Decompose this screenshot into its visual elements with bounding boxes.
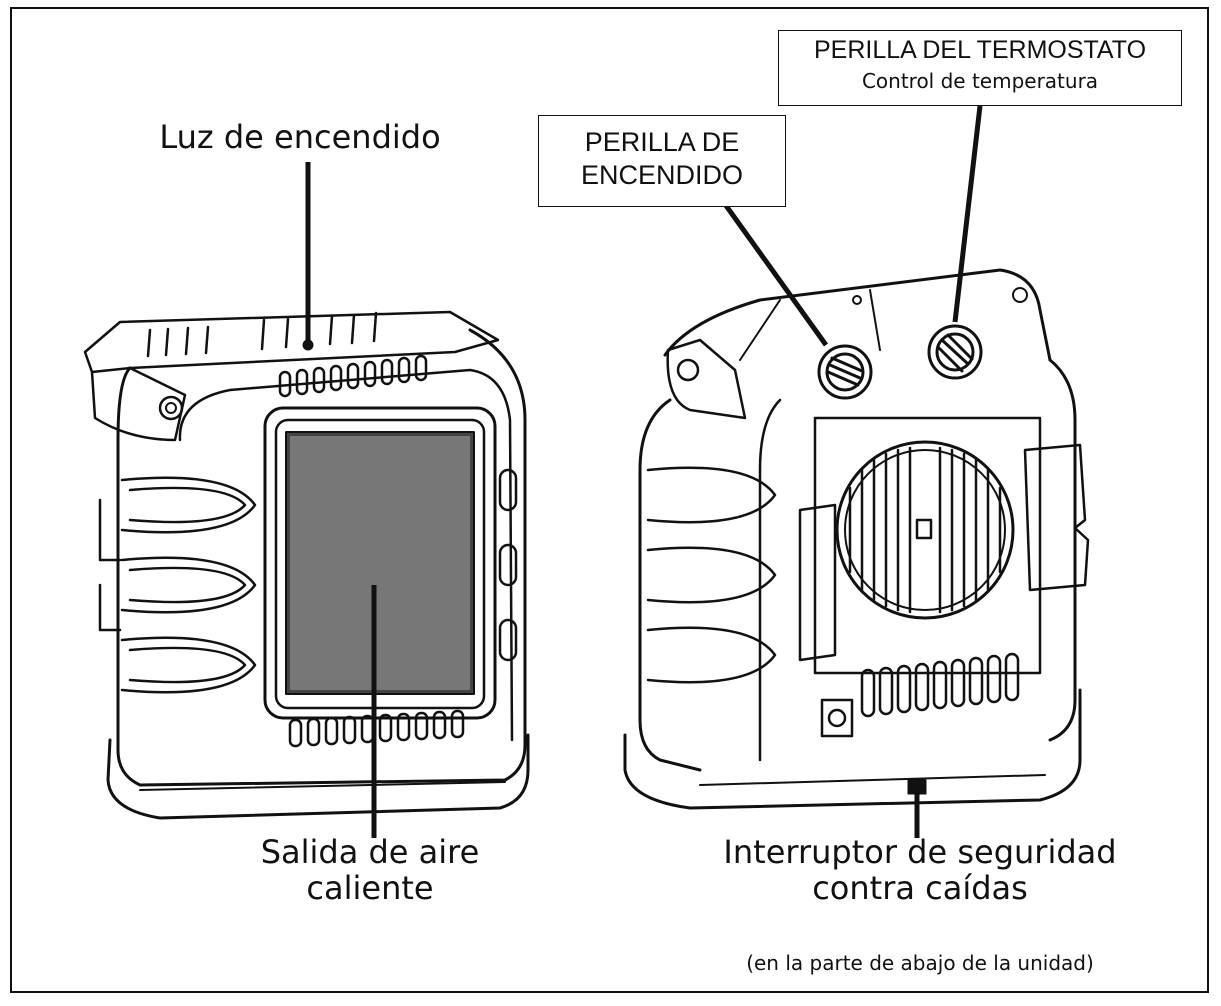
- power-light-label: Luz de encendido: [150, 118, 450, 156]
- tip-over-switch-line2: contra caídas: [812, 868, 1028, 907]
- leader-termostato: [952, 105, 983, 323]
- tip-over-switch: [907, 779, 927, 795]
- temperature-control-text: Control de temperatura: [861, 69, 1099, 93]
- tip-over-switch-label: Interruptor de seguridad contra caídas: [690, 833, 1150, 907]
- front-heater: [83, 310, 530, 820]
- hot-air-outlet-line1: Salida de aire: [260, 833, 480, 871]
- tip-over-switch-note-text: (en la parte de abajo de la unidad): [746, 951, 1094, 975]
- thermostat-knob: [927, 324, 983, 380]
- fan-grill: [835, 440, 1015, 620]
- front-carry-handle: [83, 310, 500, 374]
- hot-air-outlet-label: Salida de aire caliente: [220, 833, 520, 907]
- power-knob-line1: PERILLA DE: [584, 127, 740, 157]
- leader-encendido: [719, 198, 829, 347]
- power-knob-callout: PERILLA DE ENCENDIDO: [538, 115, 786, 207]
- thermostat-knob-title: PERILLA DEL TERMOSTATO: [813, 36, 1147, 64]
- tip-over-switch-line1: Interruptor de seguridad: [723, 833, 1117, 871]
- power-light-text: Luz de encendido: [159, 118, 441, 156]
- back-heater: [623, 268, 1090, 810]
- power-knob: [817, 344, 873, 400]
- power-knob-line2: ENCENDIDO: [580, 159, 743, 190]
- back-body: [638, 398, 702, 772]
- front-body: [116, 328, 527, 787]
- hot-air-outlet-line2: caliente: [306, 868, 434, 907]
- tip-over-switch-note: (en la parte de abajo de la unidad): [670, 952, 1170, 974]
- thermostat-knob-callout: PERILLA DEL TERMOSTATO Control de temper…: [778, 30, 1182, 106]
